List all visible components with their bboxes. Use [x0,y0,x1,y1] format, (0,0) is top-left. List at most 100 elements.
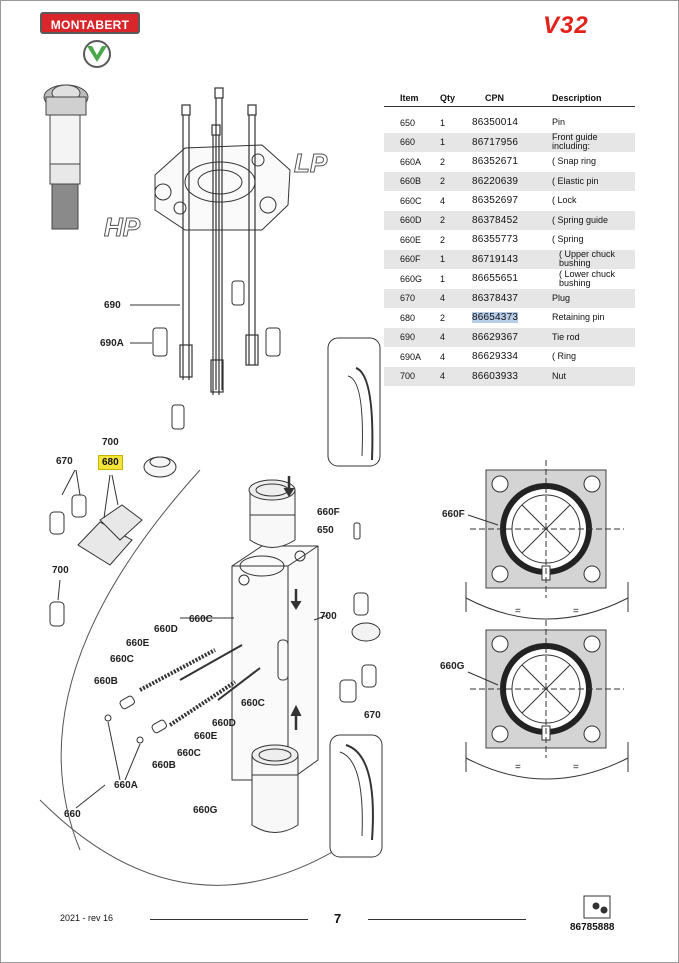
callout-660b-a: 660B [94,676,118,687]
cell-qty: 2 [440,312,446,323]
cell-item: 660 [384,132,437,152]
cell-desc: Tie rod [549,327,635,347]
cell-item: 660G [400,273,423,284]
cell-cpn: 86378437 [469,288,549,308]
callout-660e-b: 660E [194,731,218,742]
cell-item: 680 [400,312,416,323]
footer-rule-left [150,919,308,920]
callout-660: 660 [64,809,81,820]
cell-item: 660A [400,156,422,167]
cell-cpn: 86220639 [469,171,549,191]
cell-qty: 4 [437,288,469,308]
cell-qty: 1 [440,117,446,128]
cell-desc: ( Upper chuck bushing [549,249,635,269]
callout-660b-b: 660B [152,760,176,771]
callout-690a: 690A [100,338,124,349]
brand-name: MONTABERT [40,12,140,34]
breaker-thumbnail [43,84,89,230]
equal-mark-1: = [515,606,521,617]
cell-item: 670 [384,288,437,308]
springs [139,644,261,727]
cell-cpn: 86355773 [472,234,519,246]
cell-qty: 2 [440,156,446,167]
model-title: V32 [543,12,589,39]
cell-cpn: 86719143 [469,249,549,269]
callout-680-highlighted: 680 [98,455,123,470]
cell-cpn: 86603933 [469,366,549,386]
callout-660c-d: 660C [177,748,201,759]
col-description: Description [552,93,602,103]
callout-660f-side: 660F [442,509,465,520]
table-row: 650 1 86350014 Pin [384,113,635,133]
cell-cpn: 86378452 [469,210,549,230]
document-number: 86785888 [570,922,615,933]
cell-item: 690A [400,351,422,362]
cell-cpn: 86654373 [469,308,549,328]
cell-cpn: 86352671 [472,156,519,168]
cell-item: 650 [400,117,416,128]
cell-item: 700 [384,366,437,386]
callout-650: 650 [317,525,334,536]
callout-670-right: 670 [364,710,381,721]
callout-660d-a: 660D [154,624,178,635]
col-item: Item [400,93,419,103]
cell-desc: ( Ring [552,351,577,362]
cell-item: 660E [400,234,422,245]
side-view-660G [465,620,629,780]
cell-cpn: 86350014 [472,117,519,129]
cell-desc: ( Spring [552,234,584,245]
side-view-660F [465,460,629,620]
callout-660c-a: 660C [189,614,213,625]
cell-qty: 1 [437,249,469,269]
callout-700-top: 700 [102,437,119,448]
cell-desc: ( Lock [552,195,577,206]
lower-chuck-bushing [251,744,299,833]
cell-cpn: 86717956 [469,132,549,152]
montabert-logo: MONTABERT [40,12,140,68]
cell-desc: ( Snap ring [552,156,597,167]
footer-rule-right [368,919,526,920]
cell-cpn: 86352697 [472,195,519,207]
callout-660c-c: 660C [241,698,265,709]
cell-qty: 4 [437,366,469,386]
table-row: 660C 4 86352697 ( Lock [384,191,635,211]
callout-660d-b: 660D [212,718,236,729]
equal-mark-4: = [573,762,579,773]
cell-qty: 2 [437,210,469,230]
cell-desc: Pin [552,117,566,128]
col-qty: Qty [440,93,456,103]
callout-660c-b: 660C [110,654,134,665]
cell-qty: 4 [440,195,446,206]
callout-660g: 660G [193,805,218,816]
cell-item: 660C [400,195,422,206]
cell-cpn: 86629367 [469,327,549,347]
cell-item: 660F [384,249,437,269]
callout-700-right: 700 [320,611,337,622]
highlighted-cpn: 86654373 [472,312,519,324]
cell-qty: 1 [440,273,446,284]
table-row: 660E 2 86355773 ( Spring [384,230,635,250]
cell-qty: 2 [440,234,446,245]
cell-desc: Nut [549,366,635,386]
cell-cpn: 86629334 [472,351,519,363]
cell-desc: ( Lower chuck bushing [559,268,616,288]
cell-desc: Front guide including: [549,132,635,152]
callout-660a: 660A [114,780,138,791]
parts-kit-icon [583,895,611,919]
lp-label: LP [294,148,328,178]
tie-rods [179,87,259,395]
cell-desc: ( Spring guide [549,210,635,230]
page-number: 7 [334,911,342,926]
cell-qty: 4 [437,327,469,347]
equal-mark-2: = [573,606,579,617]
cell-desc: Plug [549,288,635,308]
